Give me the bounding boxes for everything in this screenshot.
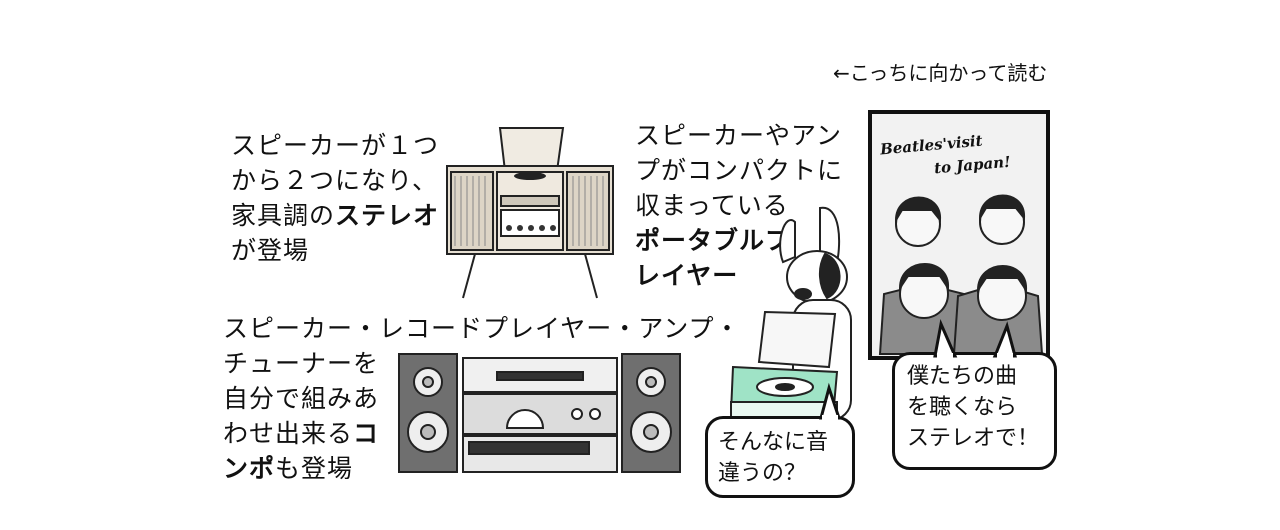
caption-bold-term: コ <box>353 419 380 448</box>
component-stereo-caption: スピーカー・レコードプレイヤー・アンプ・ チューナーを 自分で組みあ わせ出来る… <box>223 311 741 486</box>
caption-line: スピーカーやアン <box>635 121 843 150</box>
poster-title-line2: to Japan! <box>933 152 1012 178</box>
furniture-stereo-illustration <box>446 127 614 299</box>
dog-with-portable-player-illustration <box>729 206 852 421</box>
caption-line: から２つになり、 <box>231 166 439 195</box>
caption-line: わせ出来るコ <box>223 416 741 451</box>
dog-bubble-tail <box>819 382 842 421</box>
caption-line: プがコンパクトに <box>635 156 844 185</box>
caption-line: 家具調のステレオ <box>231 198 439 233</box>
furniture-stereo-caption: スピーカーが１つ から２つになり、 家具調のステレオ が登場 <box>231 128 439 268</box>
comic-panel: スピーカーが１つ から２つになり、 家具調のステレオ が登場 <box>205 106 1057 526</box>
bubble-line: ステレオで！ <box>907 426 1040 451</box>
beatles-poster: Beatles'visit to Japan! <box>868 110 1050 360</box>
caption-bold-term: ンポ <box>223 454 276 483</box>
component-stereo-illustration <box>398 353 681 473</box>
bubble-line: を聴くなら <box>907 395 1018 420</box>
caption-line: が登場 <box>231 236 310 265</box>
reading-direction-label: ←こっちに向かって読む <box>833 61 1048 85</box>
portable-player-caption: スピーカーやアン プがコンパクトに 収まっている ポータブルプ レイヤー <box>635 118 843 293</box>
caption-text: 家具調の <box>231 201 336 230</box>
caption-line: ンポも登場 <box>223 451 741 486</box>
bubble-line: そんなに音 <box>718 430 829 455</box>
caption-line: 収まっている <box>635 191 789 220</box>
beatles-bubble-tail <box>933 318 1017 359</box>
caption-line: スピーカー・レコードプレイヤー・アンプ・ <box>223 314 741 343</box>
caption-bold-term: ポータブルプ <box>635 226 792 255</box>
bubble-line: 違うの？ <box>718 461 807 486</box>
band-members-illustration <box>878 194 1044 355</box>
caption-text: も登場 <box>275 454 354 483</box>
dog-speech-bubble: そんなに音 違うの？ <box>705 416 855 498</box>
caption-line: スピーカーが１つ <box>231 131 440 160</box>
beatles-speech-bubble: 僕たちの曲 を聴くなら ステレオで！ <box>892 352 1057 470</box>
poster-title-line1: Beatles'visit <box>879 131 984 159</box>
caption-line: 自分で組みあ <box>223 384 380 413</box>
caption-text: わせ出来る <box>223 419 354 448</box>
caption-bold-term: ステレオ <box>335 201 440 230</box>
caption-line: チューナーを <box>223 349 380 378</box>
caption-bold-term: レイヤー <box>635 261 739 290</box>
bubble-line: 僕たちの曲 <box>907 364 1018 389</box>
